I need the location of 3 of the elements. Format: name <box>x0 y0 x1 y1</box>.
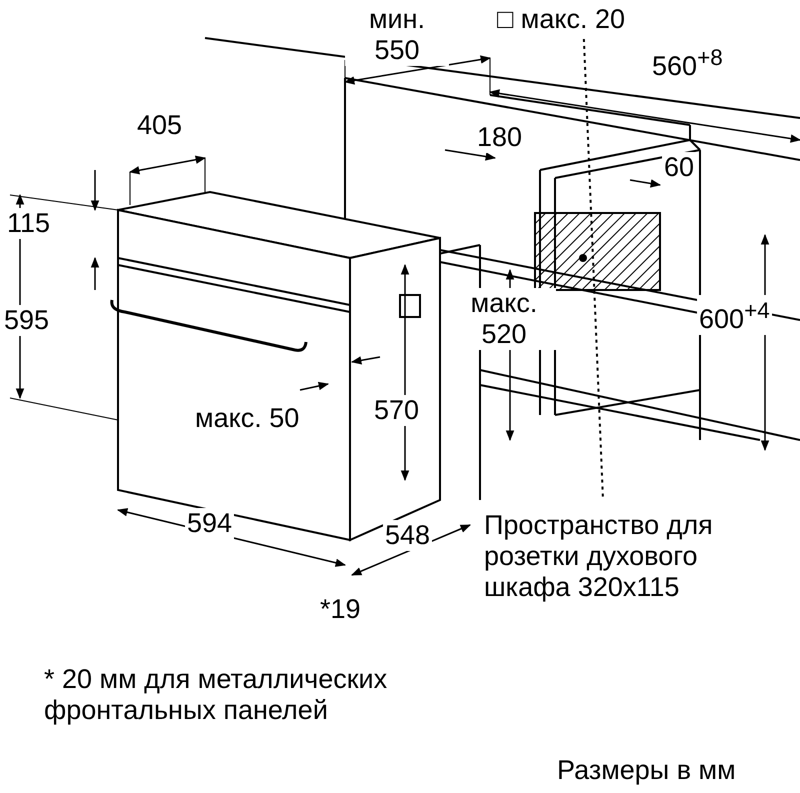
dimension-label: 600$^{+4}$ <box>697 295 772 335</box>
dimension-label: 594 <box>185 508 234 539</box>
dimension-label: 548 <box>383 520 432 551</box>
